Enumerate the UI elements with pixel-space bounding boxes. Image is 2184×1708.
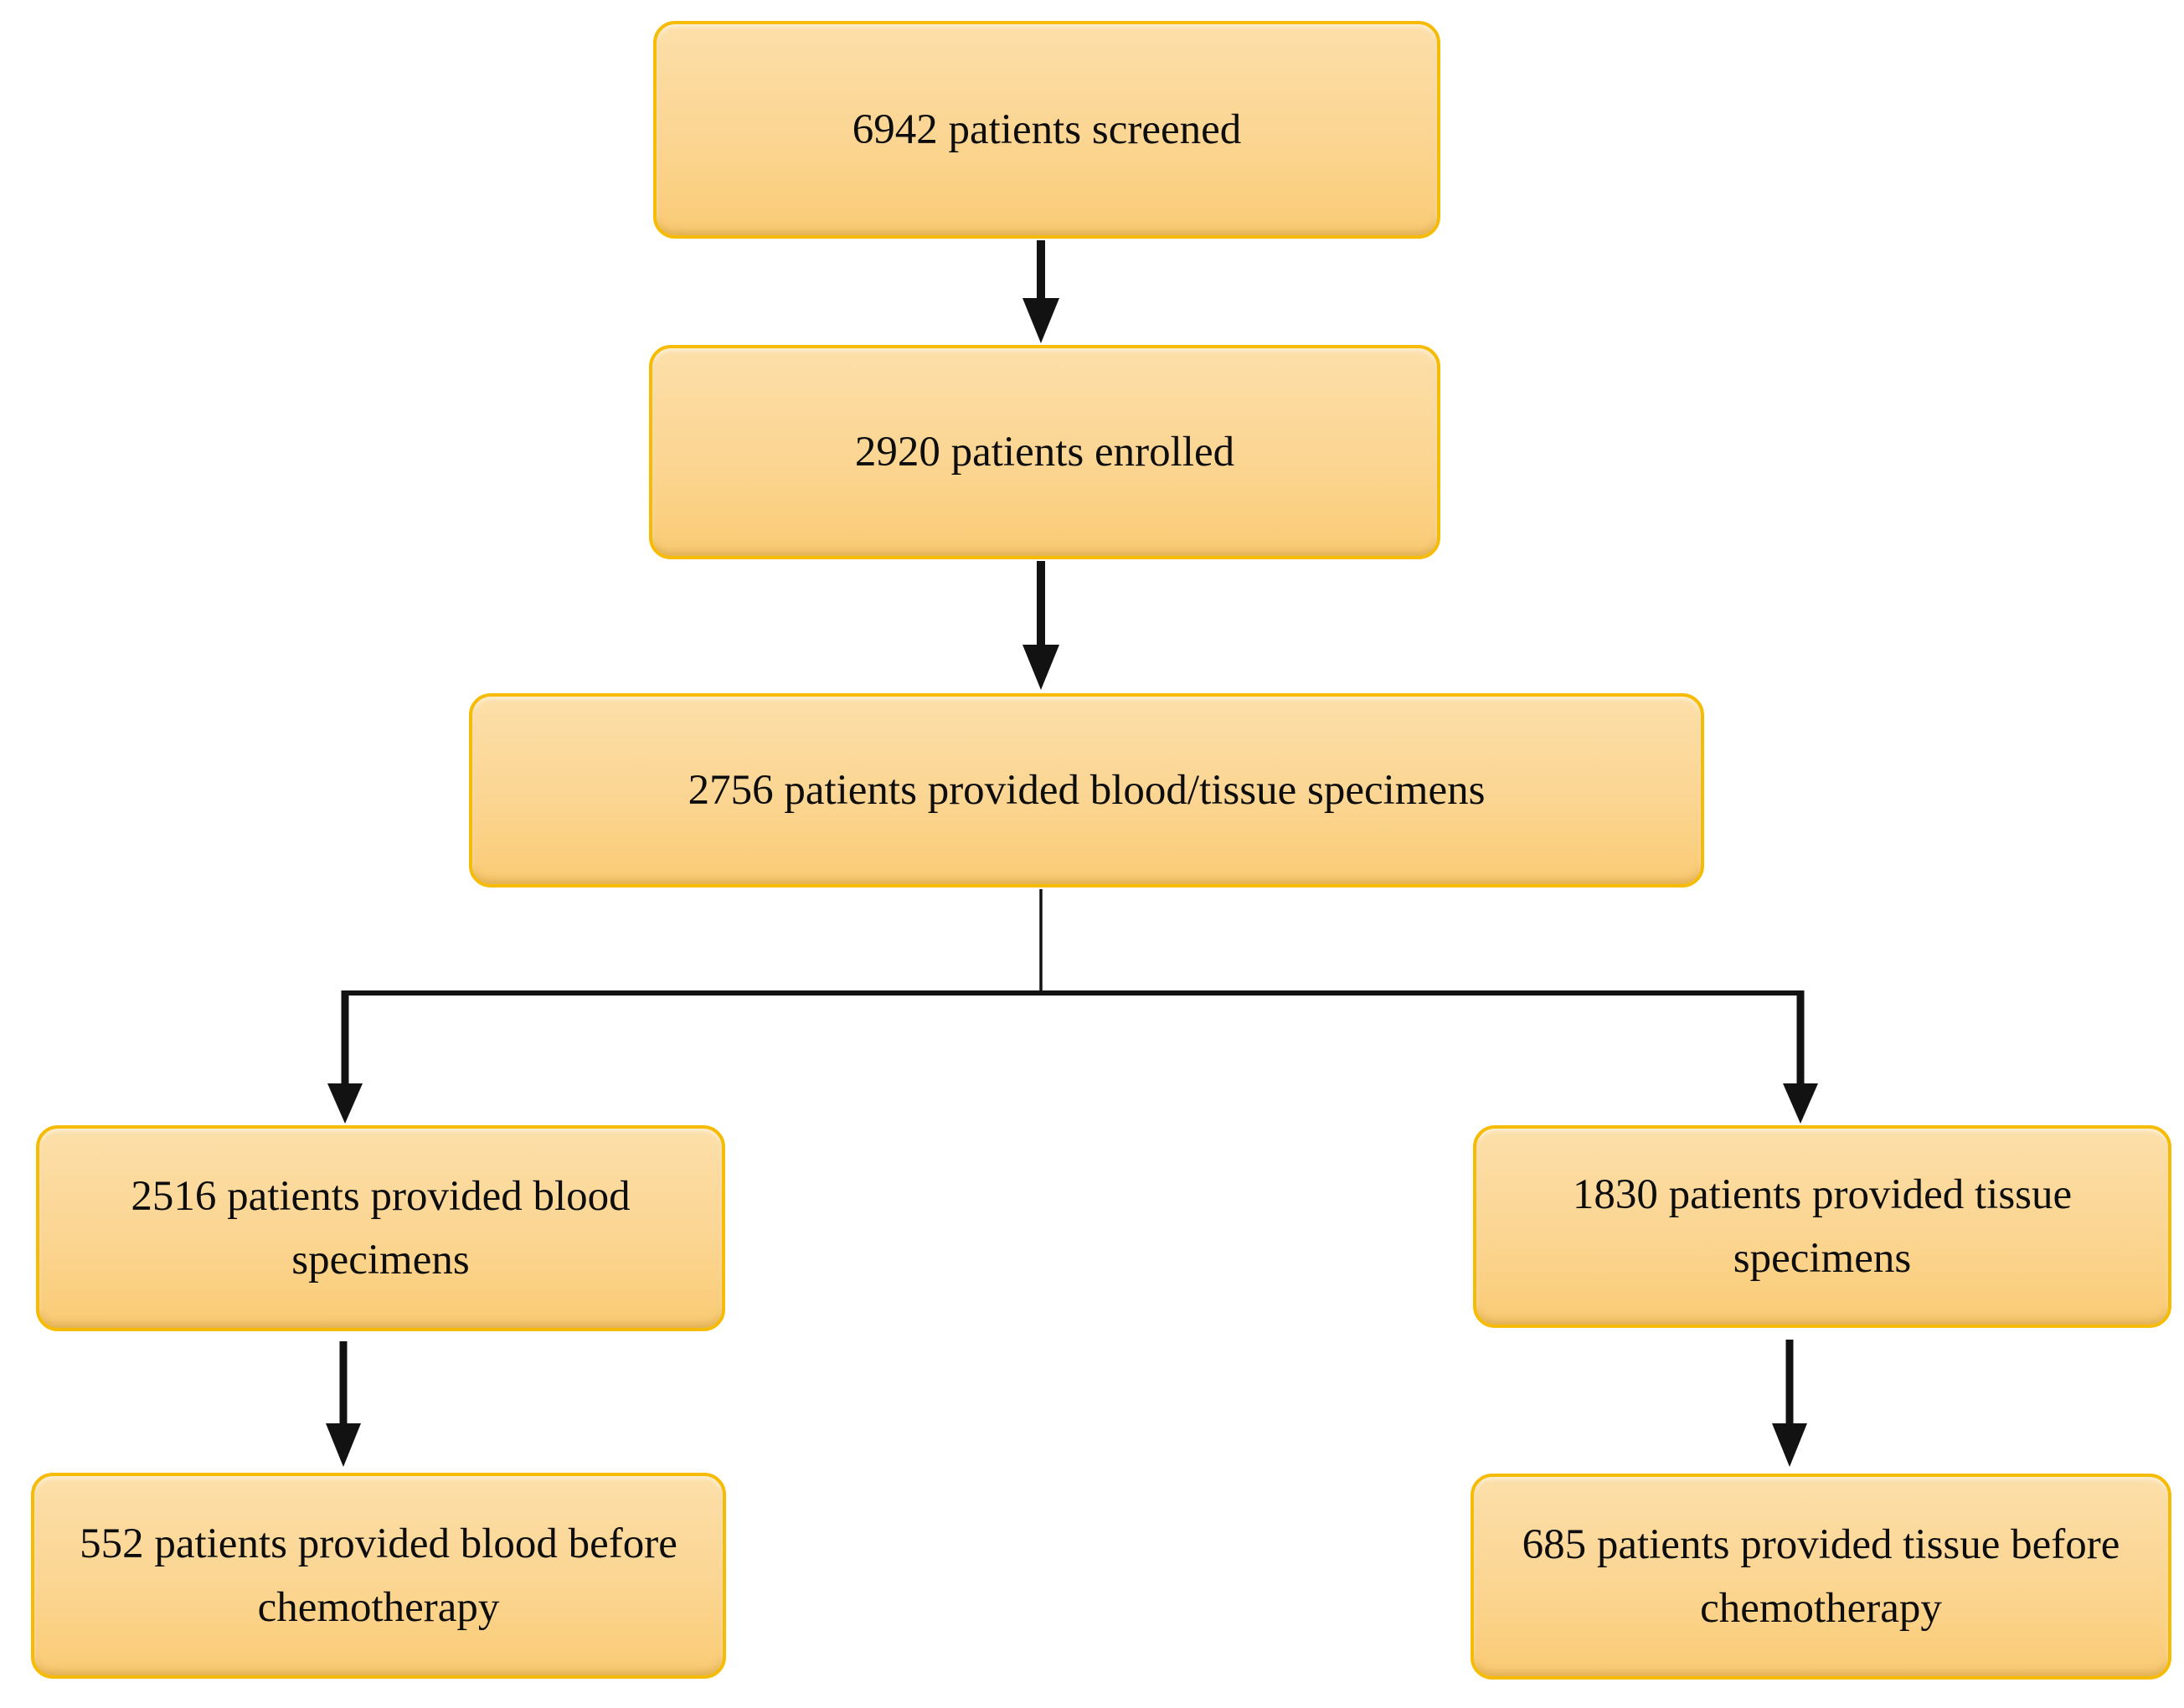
flow-node-blood-label: 2516 patients provided blood specimens [131,1172,631,1284]
flow-node-blood: 2516 patients provided blood specimens [36,1125,725,1331]
flow-node-tissue-chemo-label: 685 patients provided tissue before chem… [1522,1520,2120,1633]
flow-node-enrolled: 2920 patients enrolled [649,345,1440,559]
flow-node-blood-chemo-label: 552 patients provided blood before chemo… [80,1520,677,1632]
arrow-blood-to-blood-chemo [326,1341,361,1467]
arrow-tissue-to-tissue-chemo [1772,1340,1807,1467]
arrow-branch-to-tissue [1783,990,1818,1124]
flow-node-tissue-chemo: 685 patients provided tissue before chem… [1471,1474,2171,1680]
branch-connector [342,889,1802,995]
flow-node-screened-label: 6942 patients screened [852,105,1242,153]
flow-node-specimens-label: 2756 patients provided blood/tissue spec… [688,766,1486,814]
flow-node-enrolled-label: 2920 patients enrolled [854,428,1235,476]
arrow-enrolled-to-specimens [1022,561,1059,690]
flow-node-blood-chemo: 552 patients provided blood before chemo… [31,1473,726,1679]
flow-node-screened: 6942 patients screened [653,21,1440,239]
arrow-branch-to-blood [327,990,363,1124]
arrow-screened-to-enrolled [1022,240,1059,343]
flow-node-tissue: 1830 patients provided tissue specimens [1473,1125,2171,1328]
flow-node-tissue-label: 1830 patients provided tissue specimens [1572,1170,2073,1283]
flow-node-specimens: 2756 patients provided blood/tissue spec… [469,693,1704,887]
